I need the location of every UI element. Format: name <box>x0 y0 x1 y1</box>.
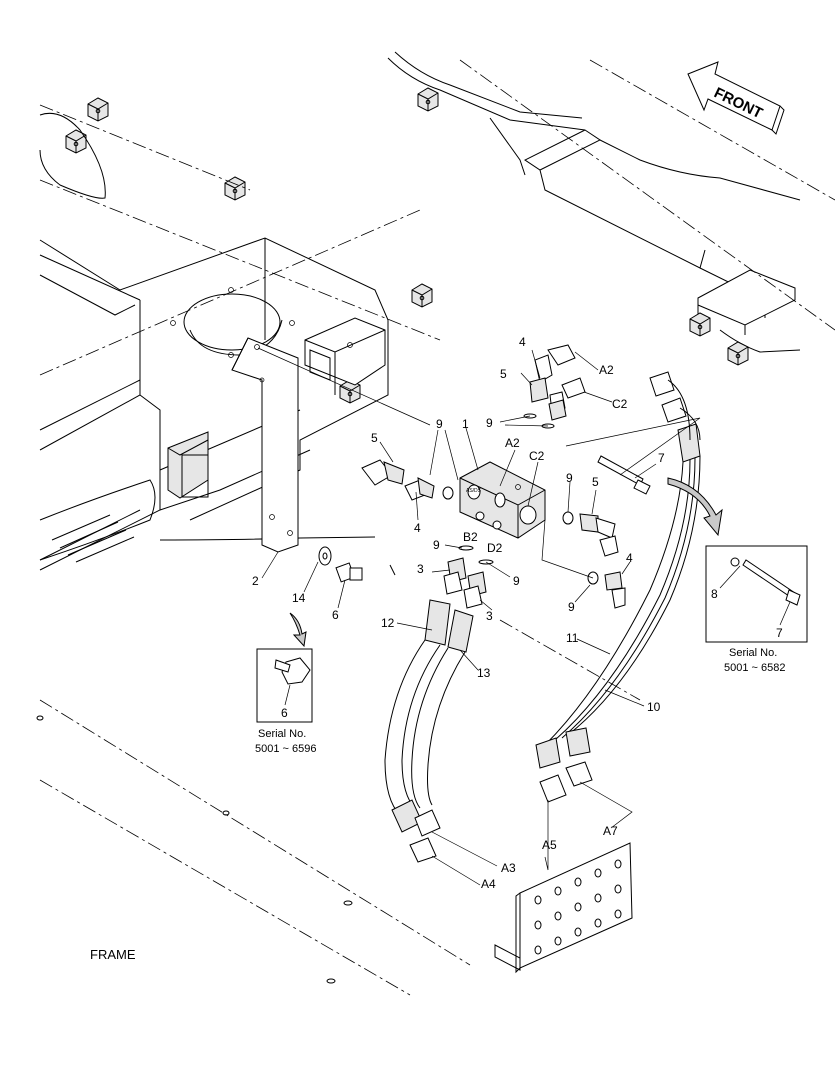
hoses-12-13 <box>384 599 474 863</box>
label-part-1: 1 <box>462 417 469 431</box>
label-part-12: 12 <box>381 616 395 630</box>
label-part-7: 7 <box>658 451 665 465</box>
front-arrow: FRONT <box>687 61 785 135</box>
serial-note-right-line1: Serial No. <box>729 647 777 659</box>
washer-14 <box>318 546 332 566</box>
label-port-b2: B2 <box>463 530 478 544</box>
bolt-cube <box>87 97 109 122</box>
label-part-3: 3 <box>417 562 424 576</box>
bolt-cube <box>65 129 87 154</box>
label-port-d2: D2 <box>487 541 503 555</box>
hoses-10-11 <box>535 371 701 803</box>
label-port-a7: A7 <box>603 824 618 838</box>
bolt-cube <box>689 312 711 337</box>
main-cross-member <box>39 209 421 571</box>
label-part-7-detail: 7 <box>776 626 783 640</box>
bolt-cube <box>417 87 439 112</box>
bolt-cube <box>411 283 433 308</box>
bolt-cube <box>339 379 361 404</box>
hose-bracket-plate <box>494 842 633 974</box>
bolt-6 <box>335 562 363 583</box>
label-part-9: 9 <box>566 471 573 485</box>
serial-note-right-line2: 5001 ~ 6582 <box>724 662 785 674</box>
label-port-c2-block: C2 <box>529 449 545 463</box>
label-part-6-detail: 6 <box>281 706 288 720</box>
serial-note-left-line1: Serial No. <box>258 728 306 740</box>
frame-label: FRAME <box>90 947 136 962</box>
label-part-9: 9 <box>436 417 443 431</box>
label-port-a2: A2 <box>599 363 614 377</box>
leader-lines <box>257 347 791 886</box>
frame-oval-cutout <box>39 112 106 199</box>
elbow-fitting-left <box>361 459 454 501</box>
part-labels: 4 5 A2 C2 9 9 1 A2 C2 5 4 9 5 7 B2 D2 9 … <box>252 335 783 891</box>
upper-frame-rail <box>387 51 835 353</box>
fittings-right <box>562 455 651 609</box>
elbow-fittings-upper <box>523 344 586 429</box>
label-port-a3: A3 <box>501 861 516 875</box>
label-part-9: 9 <box>433 538 440 552</box>
svg-text:AS/DS: AS/DS <box>466 488 482 494</box>
label-part-9: 9 <box>513 574 520 588</box>
label-port-a5: A5 <box>542 838 557 852</box>
mounting-bracket <box>231 337 299 553</box>
label-part-9: 9 <box>486 416 493 430</box>
label-port-a2-block: A2 <box>505 436 520 450</box>
detail-box-serial-6596 <box>256 612 313 723</box>
frame-bolt-cubes <box>65 87 749 404</box>
label-part-10: 10 <box>647 700 661 714</box>
label-part-8: 8 <box>711 587 718 601</box>
serial-note-left-line2: 5001 ~ 6596 <box>255 743 316 755</box>
detail-box-serial-6582 <box>667 477 808 643</box>
label-part-5: 5 <box>371 431 378 445</box>
label-part-4: 4 <box>519 335 526 349</box>
valve-block: AS/DS <box>459 461 546 539</box>
label-part-2: 2 <box>252 574 259 588</box>
label-part-4: 4 <box>626 551 633 565</box>
label-part-13: 13 <box>477 666 491 680</box>
label-port-c2: C2 <box>612 397 628 411</box>
bolt-cube <box>727 341 749 366</box>
bolt-cube <box>224 176 246 201</box>
label-part-6: 6 <box>332 608 339 622</box>
label-port-a4: A4 <box>481 877 496 891</box>
fittings-lower <box>443 545 494 609</box>
label-part-14: 14 <box>292 591 306 605</box>
label-part-9: 9 <box>568 600 575 614</box>
label-part-5: 5 <box>500 367 507 381</box>
serial-notes: Serial No. 5001 ~ 6596 Serial No. 5001 ~… <box>255 647 785 755</box>
label-part-4: 4 <box>414 521 421 535</box>
label-part-5: 5 <box>592 475 599 489</box>
lower-frame-lines <box>36 564 641 996</box>
label-part-3: 3 <box>486 609 493 623</box>
label-part-11: 11 <box>566 631 579 645</box>
